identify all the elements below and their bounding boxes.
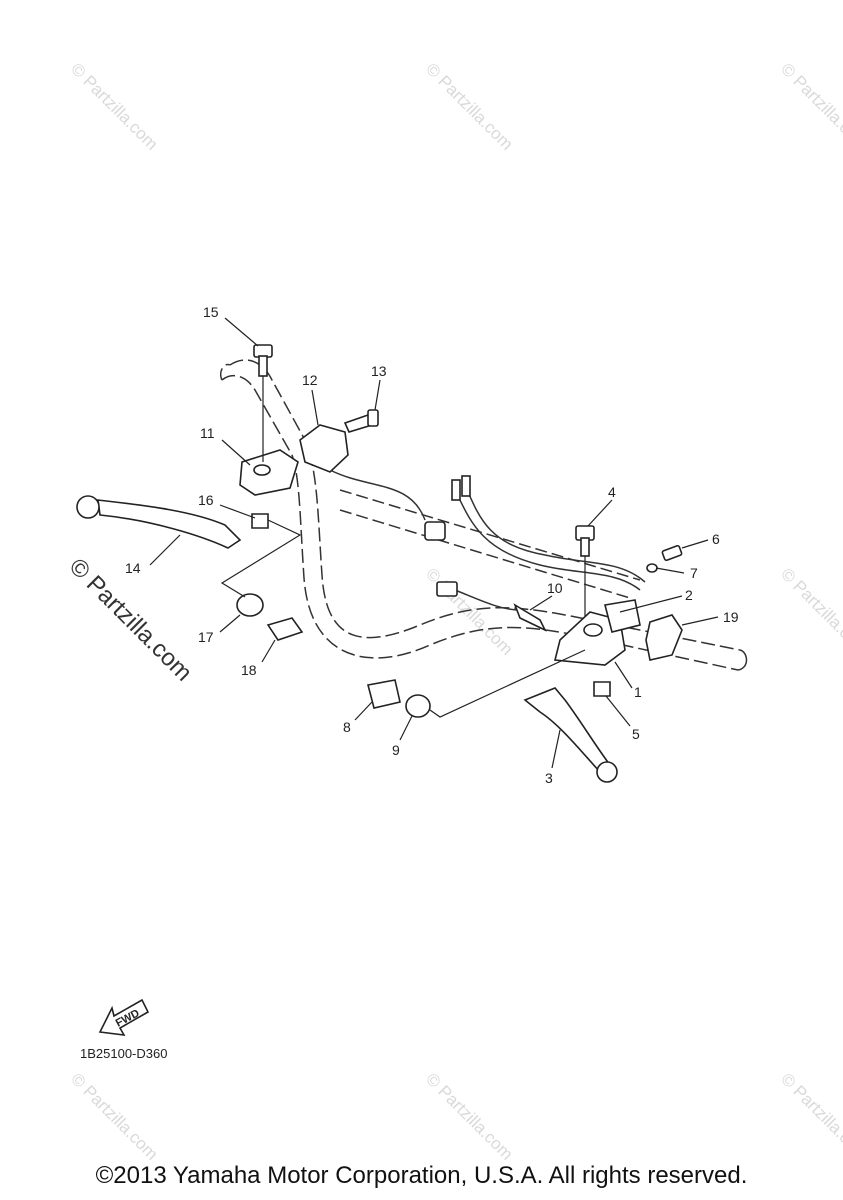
callout-15: 15 bbox=[203, 304, 219, 320]
nut-17 bbox=[236, 593, 264, 617]
handlebar bbox=[219, 359, 748, 671]
bolt-13-head bbox=[367, 409, 379, 427]
clamp-19 bbox=[645, 614, 683, 661]
leader-8 bbox=[354, 701, 373, 721]
leader-18 bbox=[261, 639, 276, 663]
watermark-bottom-center: © Partzilla.com bbox=[422, 1069, 516, 1163]
lever-14 bbox=[97, 499, 242, 549]
nut-5 bbox=[593, 681, 611, 697]
callout-labels: 15 12 13 11 16 14 17 18 4 6 7 2 19 10 1 … bbox=[125, 304, 739, 786]
leader-3 bbox=[551, 729, 561, 769]
copyright-notice: ©2013 Yamaha Motor Corporation, U.S.A. A… bbox=[95, 1162, 748, 1189]
callout-4: 4 bbox=[608, 484, 616, 500]
callout-9: 9 bbox=[392, 742, 400, 758]
leader-1 bbox=[614, 661, 633, 689]
nut-16 bbox=[251, 513, 269, 529]
lever-holder-1 bbox=[553, 611, 626, 666]
cable-end-10 bbox=[513, 603, 547, 632]
leader-19 bbox=[681, 616, 719, 626]
callout-11: 11 bbox=[200, 425, 215, 441]
bolt-4-shank bbox=[580, 537, 590, 557]
leader-10 bbox=[529, 595, 553, 611]
leader-4 bbox=[587, 499, 613, 527]
watermark-top-center: © Partzilla.com bbox=[422, 59, 516, 153]
clamp-2 bbox=[604, 599, 641, 633]
leader-16 bbox=[219, 504, 256, 519]
callout-19: 19 bbox=[723, 609, 739, 625]
switch-body-12 bbox=[299, 424, 349, 473]
leader-12 bbox=[311, 389, 319, 426]
leader-17 bbox=[219, 614, 241, 633]
washer-7 bbox=[646, 563, 658, 573]
callout-14: 14 bbox=[125, 560, 141, 576]
wiring-harness bbox=[329, 469, 646, 611]
wire-terminal-a bbox=[451, 479, 461, 501]
watermark-bottom-right: © Partzilla.com bbox=[777, 1069, 843, 1163]
callout-5: 5 bbox=[632, 726, 640, 742]
watermark-top-left: © Partzilla.com bbox=[67, 59, 161, 153]
connector-plug-a bbox=[424, 521, 446, 541]
callout-1: 1 bbox=[634, 684, 642, 700]
holder-bore-11 bbox=[253, 464, 271, 476]
lever-14-ball-end bbox=[76, 495, 100, 519]
fwd-arrow: FWD bbox=[98, 998, 150, 1036]
callout-6: 6 bbox=[712, 531, 720, 547]
callout-3: 3 bbox=[545, 770, 553, 786]
holder-bore-1 bbox=[583, 623, 603, 637]
leader-5 bbox=[605, 695, 631, 727]
screw-6 bbox=[661, 544, 683, 562]
callout-7: 7 bbox=[690, 565, 698, 581]
watermark-bottom-left: © Partzilla.com bbox=[67, 1069, 161, 1163]
leader-14-17 bbox=[220, 519, 302, 598]
leader-7 bbox=[655, 567, 685, 574]
callout-18: 18 bbox=[241, 662, 257, 678]
leader-14 bbox=[149, 534, 181, 566]
left-lever-assembly bbox=[76, 344, 379, 641]
lever-3 bbox=[523, 687, 612, 774]
callout-2: 2 bbox=[685, 587, 693, 603]
leader-9 bbox=[399, 715, 413, 741]
right-lever-assembly bbox=[367, 525, 683, 783]
watermark-mid-right: © Partzilla.com bbox=[777, 564, 843, 658]
fwd-arrow-icon bbox=[98, 998, 150, 1036]
callout-13: 13 bbox=[371, 363, 387, 379]
callout-17: 17 bbox=[198, 629, 214, 645]
leader-6 bbox=[681, 539, 709, 549]
leader-13 bbox=[374, 379, 381, 411]
diagram-code: 1B25100-D360 bbox=[80, 1046, 167, 1061]
watermark-mid-center: © Partzilla.com bbox=[422, 564, 516, 658]
connector-plug-b bbox=[436, 581, 458, 597]
callout-12: 12 bbox=[302, 372, 318, 388]
fwd-label: FWD bbox=[114, 1007, 142, 1029]
bolt-15-shank bbox=[258, 355, 268, 377]
watermark-top-right: © Partzilla.com bbox=[777, 59, 843, 153]
leader-2 bbox=[619, 595, 683, 613]
adjuster-8 bbox=[367, 679, 401, 709]
callout-16: 16 bbox=[198, 492, 214, 508]
lever-3-ball-end bbox=[596, 761, 618, 783]
adjuster-18 bbox=[266, 617, 304, 641]
callout-8: 8 bbox=[343, 719, 351, 735]
leader-9-1 bbox=[429, 649, 586, 718]
callout-10: 10 bbox=[547, 580, 563, 596]
leader-15 bbox=[224, 317, 259, 347]
nut-9 bbox=[405, 694, 431, 718]
callout-leaders bbox=[149, 317, 719, 769]
wire-terminal-b bbox=[461, 475, 471, 497]
leader-11 bbox=[221, 439, 251, 466]
